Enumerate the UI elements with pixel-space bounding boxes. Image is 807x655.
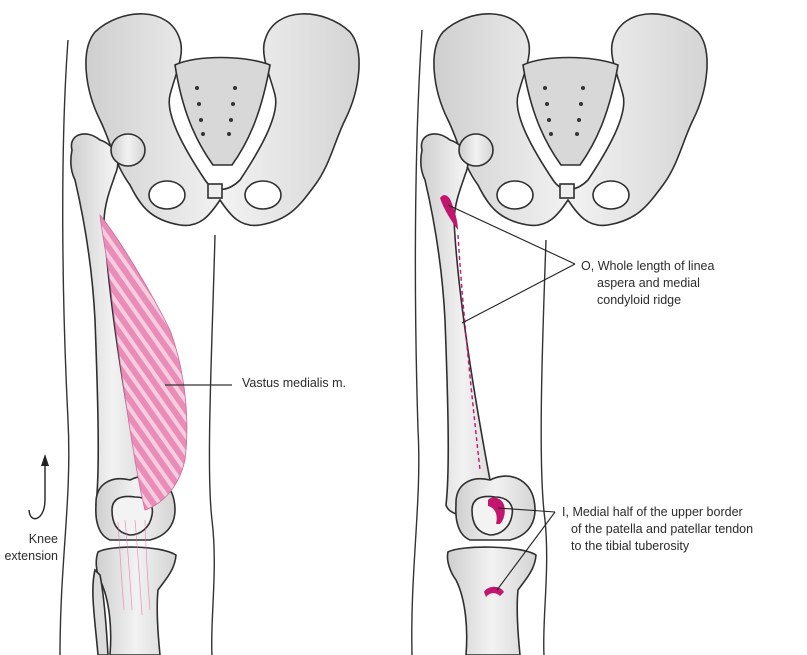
- left-panel-muscle-view: Vastus medialis m. Knee extension: [0, 13, 360, 655]
- leg-muscle-illustration: [28, 13, 360, 655]
- origin-leader-lines: [447, 204, 576, 324]
- insertion-prefix: I,: [562, 505, 569, 519]
- leg-attachments-illustration: [411, 13, 708, 655]
- skin-outline: [59, 39, 70, 655]
- origin-line1: Whole length of linea: [597, 259, 715, 273]
- insertion-line1: Medial half of the upper border: [572, 505, 743, 519]
- action-label-line2: extension: [4, 549, 58, 563]
- origin-label: O, Whole length of linea aspera and medi…: [581, 258, 714, 309]
- origin-prefix: O,: [581, 259, 595, 273]
- origin-attachment-marker: [440, 195, 458, 230]
- linea-aspera-dashed-line: [457, 234, 481, 471]
- pelvis-icon: [433, 13, 708, 227]
- muscle-label: Vastus medialis m.: [242, 376, 346, 390]
- insertion-label: I, Medial half of the upper border of th…: [562, 504, 753, 555]
- knee-joint-icon: [92, 475, 177, 655]
- insertion-leader-lines: [496, 507, 556, 591]
- origin-line3: condyloid ridge: [597, 293, 682, 307]
- pelvis-icon: [85, 13, 360, 227]
- tibial-tuberosity-insertion-marker: [484, 586, 504, 597]
- action-label: Knee extension: [0, 531, 58, 565]
- insertion-line2: of the patella and patellar tendon: [571, 522, 754, 536]
- curved-arrow-up-icon: [28, 460, 46, 520]
- action-label-line1: Knee: [28, 532, 58, 546]
- insertion-line3: to the tibial tuberosity: [571, 539, 690, 553]
- patella-insertion-marker: [488, 497, 505, 524]
- right-panel-attachments-view: O, Whole length of linea aspera and medi…: [400, 0, 804, 655]
- vastus-medialis-muscle: [99, 213, 188, 511]
- origin-line2: aspera and medial: [597, 276, 700, 290]
